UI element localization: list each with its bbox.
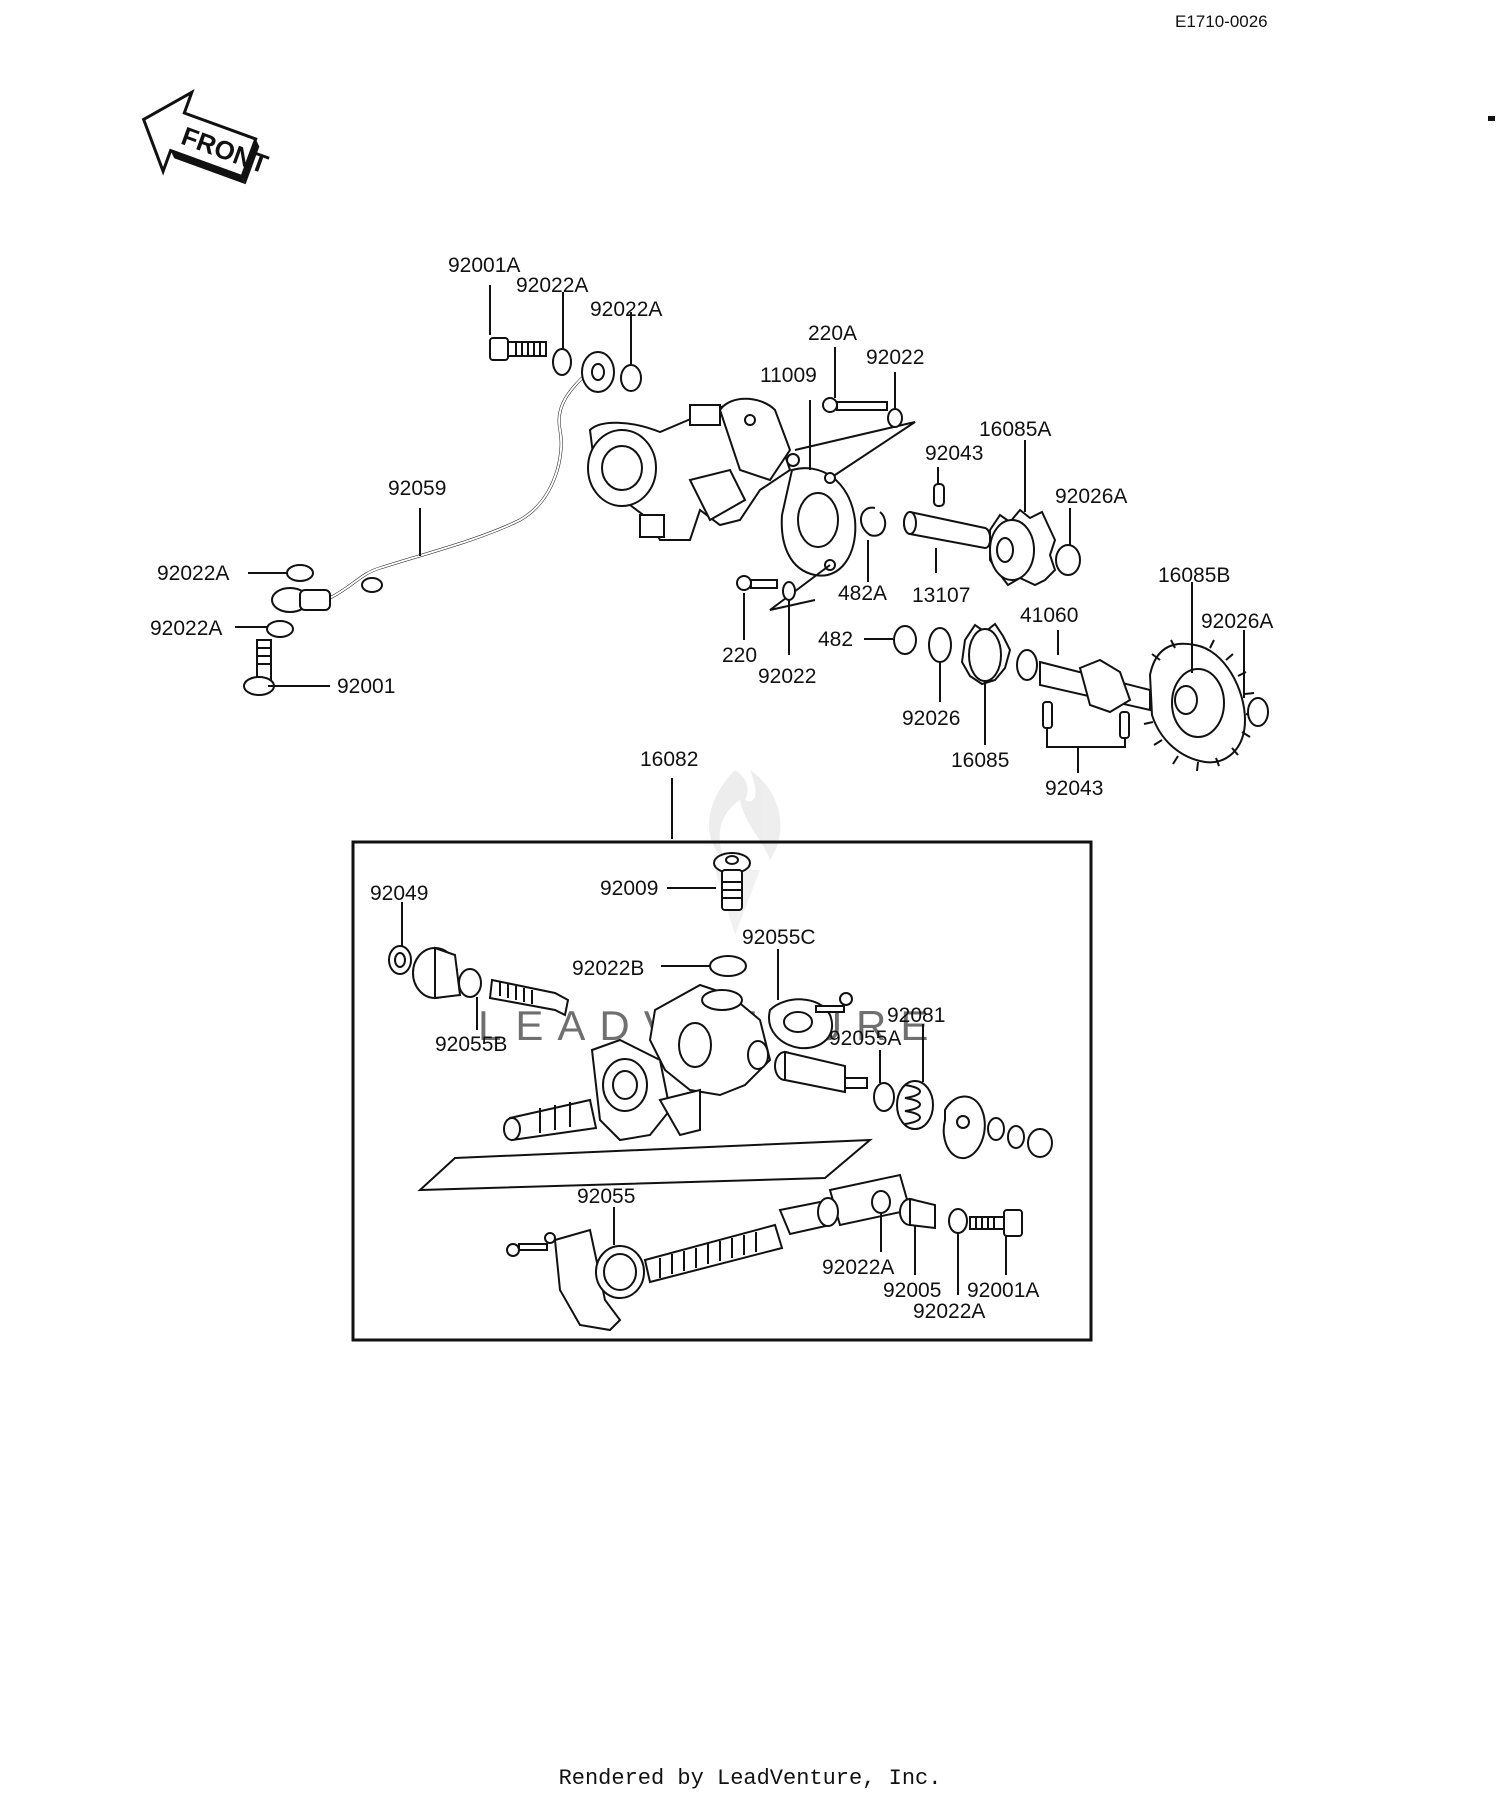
screw-220 [736,575,778,591]
circlip-482 [893,625,917,655]
circlip-482A [860,506,887,537]
callout-92001A-box: 92001A [967,1279,1039,1302]
plunger-left [488,978,570,1017]
callout-16085: 16085 [951,749,1009,772]
bolt-92009 [713,852,751,911]
callout-92043-top: 92043 [925,442,983,465]
callout-41060: 41060 [1020,604,1078,627]
callout-11009: 11009 [760,364,817,387]
cap-left [412,946,462,1000]
callout-92022A-left2: 92022A [150,617,222,640]
washer-92022B [709,955,747,977]
callout-92022A-box1: 92022A [822,1256,894,1279]
callout-92022A-left1: 92022A [157,562,229,585]
callout-92022A-top1: 92022A [516,274,588,297]
screw-bottom-left [506,1243,548,1257]
callout-92049: 92049 [370,882,428,905]
washer-92022-mid [782,581,796,601]
front-arrow-icon: FRONT [141,89,272,185]
pin-92043-b [1119,711,1130,739]
banjo-fitting-top [581,351,615,393]
washer-92022A-box1 [871,1190,891,1214]
cover-plate-bottom [544,1228,645,1332]
washer-92026A-right [1247,697,1269,727]
screw-small-right [815,992,853,1013]
washer-92022A-left1 [286,564,314,582]
callout-220: 220 [722,644,757,667]
callout-92055A: 92055A [829,1027,901,1050]
washer-92022A-top2 [620,364,642,392]
callout-92022-mid: 92022 [758,665,816,688]
callout-92026A-right: 92026A [1201,610,1273,633]
o-ring-92055A [873,1082,895,1112]
assembly-line-upper [769,421,916,611]
callout-92081: 92081 [887,1004,945,1027]
pin-92043-top [933,483,945,507]
cam-plate [942,1095,986,1160]
gear-16085B [1143,635,1256,772]
callout-16085A: 16085A [979,418,1051,441]
assembly-line-box [417,1138,873,1192]
pump-assembly-box [351,840,1093,1342]
callout-220A: 220A [808,322,857,345]
callout-482A: 482A [838,582,887,605]
oil-seal-92049 [388,945,412,975]
callout-16085B: 16085B [1158,564,1230,587]
o-ring-92055B [458,968,482,998]
bolt-92001-left [243,639,275,696]
callout-92005: 92005 [883,1279,941,1302]
bolt-92001A-top [489,337,547,361]
callout-92026: 92026 [902,707,960,730]
banjo-fitting-left [271,577,383,613]
callout-92022A-top2: 92022A [590,298,662,321]
footer-credit: Rendered by LeadVenture, Inc. [558,1766,942,1791]
leader-lines-box [401,887,1007,1295]
gear-16085A [989,508,1057,587]
callout-92059: 92059 [388,477,446,500]
washer-92022A-left2 [266,620,294,638]
callout-13107: 13107 [912,584,970,607]
callout-92055C: 92055C [742,926,816,949]
washer-92026A-top [1055,544,1081,576]
gear-16085 [960,622,1012,686]
callout-92026A-top: 92026A [1055,485,1127,508]
callout-92022-top: 92022 [866,346,924,369]
callout-92001A-top: 92001A [448,254,520,277]
corner-mark [1488,116,1495,121]
callout-92009: 92009 [600,877,658,900]
pin-92043-a [1042,701,1053,729]
collar-41060 [1016,649,1038,681]
oil-pump-body [587,397,800,541]
callout-92055B: 92055B [435,1033,507,1056]
washer-92022A-top1 [552,348,572,376]
washer-right-1 [987,1117,1005,1141]
callout-16082: 16082 [640,748,698,771]
bolt-92001A-box [969,1209,1023,1237]
nut-right [1027,1128,1053,1158]
leader-lines-upper [235,285,1245,773]
callout-92022B: 92022B [572,957,644,980]
diagram-code: E1710-0026 [1175,12,1268,31]
washer-92022-top [887,408,903,428]
union-bolt-92005 [899,1197,936,1230]
pump-body-assembly [590,983,772,1142]
callout-92043-bottom: 92043 [1045,777,1103,800]
screw-220A [822,397,888,413]
spring-92081 [896,1080,934,1130]
washer-92026 [928,627,952,663]
shaft-41060 [1039,658,1151,714]
oil-pipe [329,370,590,600]
gasket-11009 [780,467,857,577]
callout-92022A-box2: 92022A [913,1300,985,1323]
shaft-left-box [503,1098,598,1142]
callout-92001: 92001 [337,675,395,698]
shaft-13107 [903,510,992,550]
callout-482: 482 [818,628,853,651]
washer-92022A-box2 [948,1208,968,1234]
plunger-right [774,1050,868,1094]
washer-right-2 [1007,1125,1025,1149]
callout-92055: 92055 [577,1185,635,1208]
